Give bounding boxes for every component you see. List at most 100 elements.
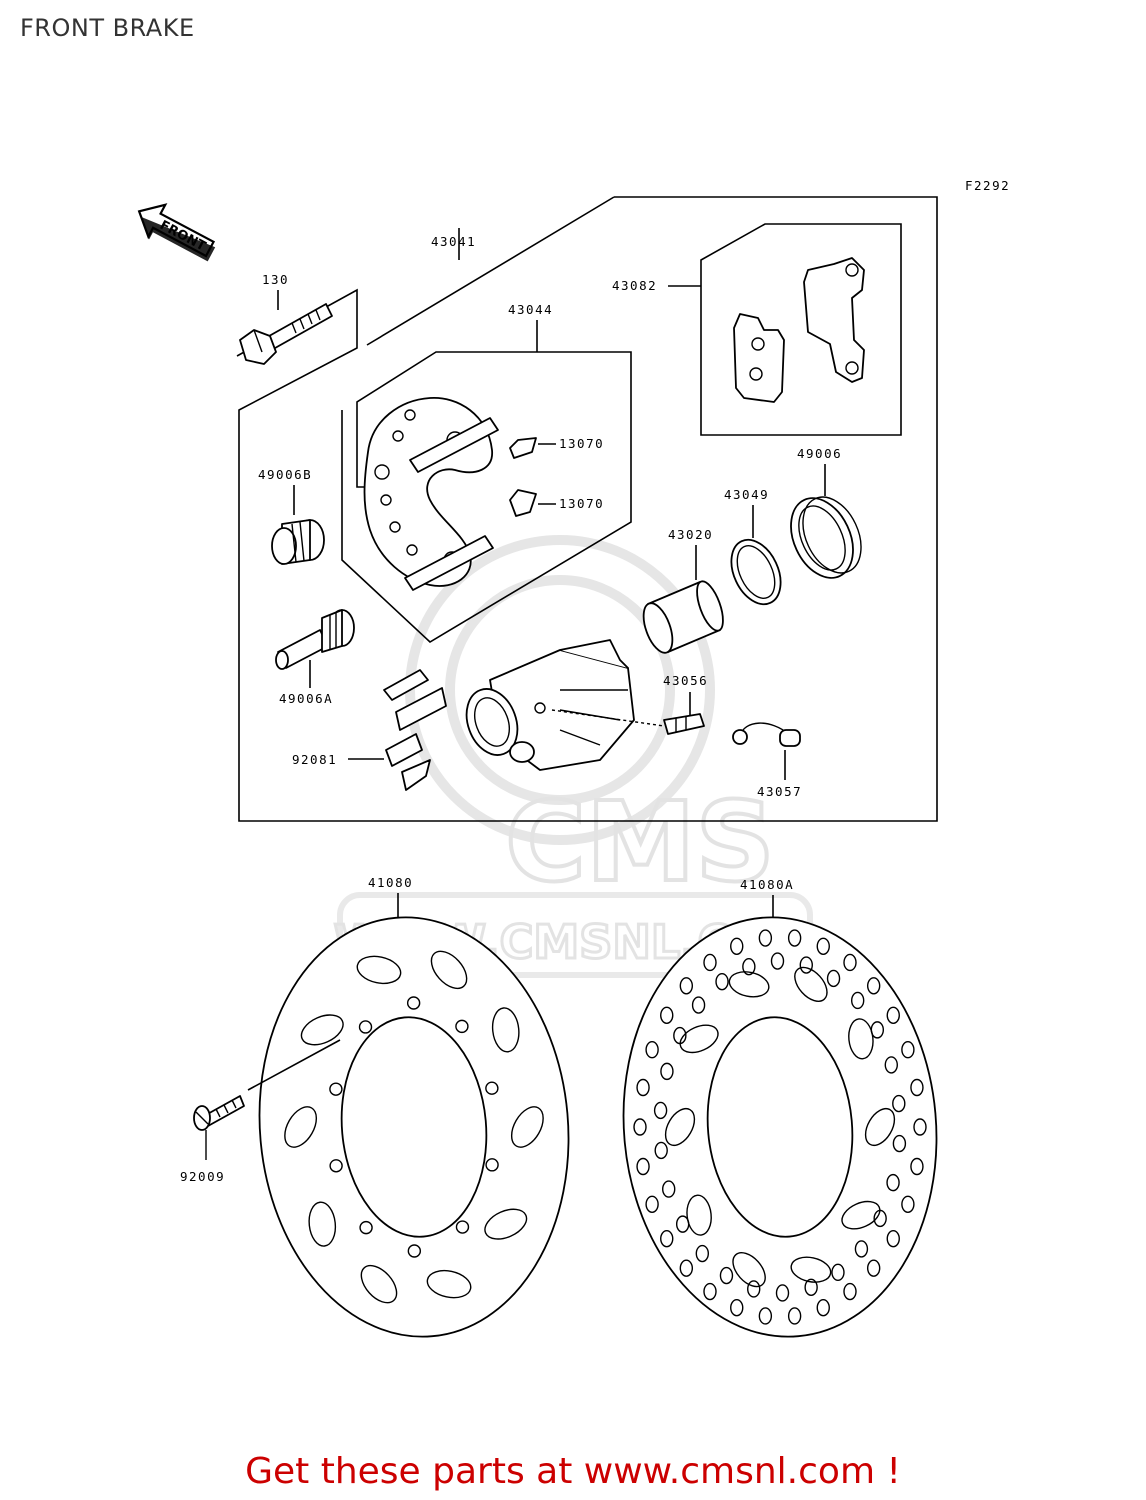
brake-pad-outer — [803, 257, 865, 383]
part-label-43082: 43082 — [612, 278, 657, 293]
disc-slot — [794, 966, 828, 1002]
dust-seal-49006 — [790, 496, 862, 579]
part-label-43044: 43044 — [508, 302, 553, 317]
disc-drill-hole — [910, 1157, 924, 1176]
disc-slot — [308, 1201, 337, 1247]
parts-promo-banner[interactable]: Get these parts at www.cmsnl.com ! — [245, 1451, 901, 1492]
part-label-43056: 43056 — [663, 673, 708, 688]
disc-drill-hole — [886, 1229, 900, 1248]
page-title: FRONT BRAKE — [20, 14, 195, 42]
disc-slot — [484, 1208, 528, 1240]
bleeder-cap-43057 — [732, 722, 801, 747]
disc-bolt-hole — [329, 1159, 343, 1173]
disc-drill-hole — [654, 1141, 668, 1160]
pad-spring-clip-lower — [509, 489, 537, 517]
disc-drill-hole — [715, 972, 729, 991]
disc-slot — [679, 1024, 719, 1054]
disc-drill-hole — [787, 1307, 802, 1325]
watermark-brand: CMS — [505, 778, 774, 906]
disc-drill-hole — [703, 953, 717, 972]
front-arrow-icon: FRONT — [137, 203, 216, 262]
disc-bolt-hole — [359, 1220, 373, 1235]
disc-drill-hole — [787, 929, 802, 947]
disc-drill-hole — [816, 937, 830, 955]
disc-drill-hole — [775, 1284, 790, 1302]
disc-bolt-hole — [358, 1020, 373, 1034]
disc-drill-hole — [901, 1195, 915, 1213]
disc-drill-hole — [826, 969, 841, 988]
disc-drill-hole — [843, 953, 857, 972]
dust-boot-49006B — [271, 519, 325, 565]
disc-drill-hole — [866, 977, 881, 995]
brake-pad-inner — [733, 313, 785, 403]
piston-seal-43049 — [730, 538, 782, 606]
disc-slot — [848, 1018, 874, 1060]
disc-drill-hole — [660, 1006, 674, 1025]
disc-drill-hole — [884, 1056, 898, 1074]
brake-disc-41080 — [258, 916, 570, 1338]
disc-drill-hole — [866, 1259, 881, 1277]
part-label-130: 130 — [262, 272, 289, 287]
caliper-piston-43020 — [642, 580, 724, 654]
disc-bolt-hole — [455, 1220, 470, 1234]
disc-slot — [686, 1194, 712, 1236]
part-label-43020: 43020 — [668, 527, 713, 542]
disc-drill-hole — [892, 1134, 907, 1153]
caliper-body — [465, 639, 635, 771]
disc-slot — [426, 1269, 472, 1299]
disc-drill-hole — [901, 1041, 915, 1059]
disc-drill-hole — [679, 977, 694, 995]
disc-drill-hole — [850, 991, 865, 1010]
disc-slot — [728, 971, 770, 998]
disc-slot — [732, 1252, 766, 1288]
disc-drill-hole — [730, 937, 744, 955]
caliper-bracket — [363, 397, 499, 591]
caliper-assembly-frame — [236, 196, 938, 822]
disc-drill-hole — [695, 1244, 710, 1263]
disc-slot — [284, 1106, 318, 1148]
disc-drill-hole — [675, 1215, 690, 1233]
part-label-43049: 43049 — [724, 487, 769, 502]
part-label-13070-upper: 13070 — [559, 436, 604, 451]
disc-drill-hole — [636, 1157, 650, 1176]
disc-drill-hole — [758, 1307, 773, 1325]
disc-drill-hole — [913, 1118, 927, 1136]
disc-drill-hole — [747, 1280, 761, 1298]
part-label-49006A: 49006A — [279, 691, 333, 706]
disc-drill-hole — [742, 957, 756, 976]
disc-drill-hole — [770, 952, 785, 970]
part-label-92009: 92009 — [180, 1169, 225, 1184]
disc-slot — [510, 1106, 544, 1148]
bolt-130 — [239, 303, 333, 365]
brake-disc-41080A — [622, 916, 938, 1338]
disc-slot — [491, 1007, 520, 1053]
disc-bolt-hole — [485, 1081, 499, 1095]
figure-code: F2292 — [965, 178, 1010, 193]
disc-bolt-hole — [407, 1244, 422, 1258]
disc-drill-hole — [870, 1021, 885, 1039]
disc-slot — [790, 1256, 832, 1283]
pad-spring-clip-upper — [509, 437, 537, 459]
disc-drill-hole — [645, 1041, 659, 1059]
disc-drill-hole — [799, 956, 813, 974]
disc-drill-hole — [633, 1118, 647, 1136]
disc-drill-hole — [843, 1282, 857, 1301]
disc-drill-hole — [703, 1282, 717, 1301]
disc-slot — [841, 1200, 881, 1230]
disc-drill-hole — [730, 1299, 744, 1317]
disc-screw-92009 — [193, 1039, 341, 1160]
disc-bolt-hole — [485, 1158, 499, 1172]
disc-drill-hole — [662, 1180, 676, 1198]
part-label-49006B: 49006B — [258, 467, 312, 482]
disc-drill-hole — [804, 1278, 818, 1297]
disc-slot — [430, 950, 468, 990]
part-label-92081: 92081 — [292, 752, 337, 767]
disc-drill-hole — [653, 1101, 668, 1120]
disc-slot — [360, 1264, 398, 1304]
disc-drill-hole — [719, 1266, 734, 1285]
disc-drill-hole — [816, 1299, 830, 1317]
disc-drill-hole — [660, 1062, 674, 1081]
disc-slot — [864, 1107, 896, 1147]
disc-drill-hole — [892, 1094, 906, 1113]
disc-slot — [664, 1107, 696, 1147]
